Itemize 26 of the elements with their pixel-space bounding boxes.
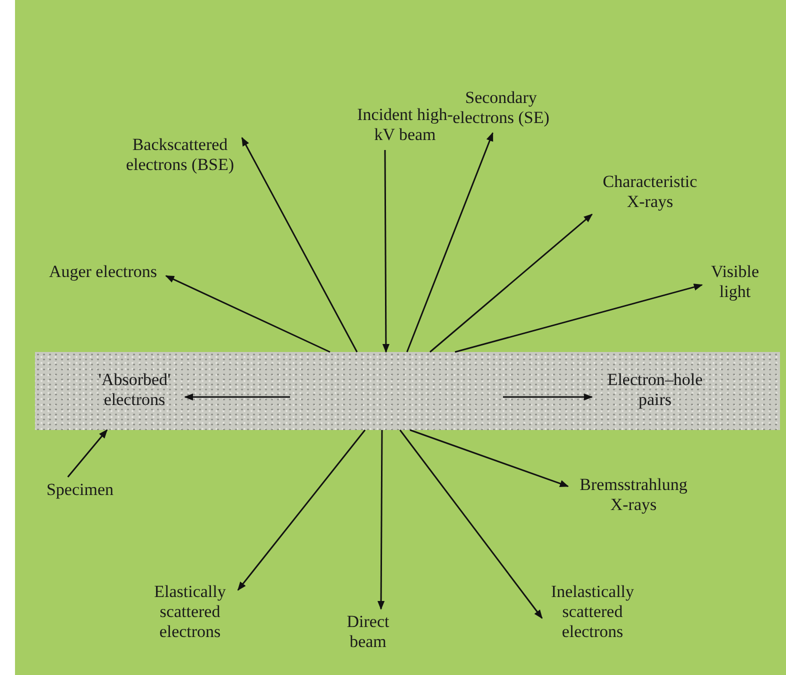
node-label: Direct beam: [346, 612, 390, 652]
arrow: [377, 430, 385, 610]
arrow: [184, 393, 290, 401]
node-label: Incident high-kV beam: [356, 105, 453, 145]
arrow: [165, 275, 330, 353]
arrow: [382, 150, 390, 353]
node-label: Auger electrons: [48, 262, 158, 282]
arrow: [241, 136, 358, 352]
node-label: Backscattered electrons (BSE): [124, 135, 236, 175]
arrow: [399, 430, 543, 619]
node-label: Bremsstrahlung X-rays: [578, 475, 688, 515]
arrow: [67, 429, 108, 478]
node-label: Specimen: [45, 480, 115, 500]
node-label: Elastically scattered electrons: [153, 582, 227, 642]
node-label: Electron–hole pairs: [606, 370, 704, 410]
arrow: [454, 284, 703, 353]
arrow: [410, 429, 569, 487]
arrow: [406, 132, 494, 352]
node-label: Inelastically scattered electrons: [550, 582, 636, 642]
node-label: Visible light: [710, 262, 760, 302]
arrow: [503, 393, 593, 401]
arrow: [430, 214, 593, 353]
specimen-band: [35, 352, 780, 430]
arrow: [237, 430, 366, 591]
node-label: Characteristic X-rays: [602, 172, 698, 212]
node-label: 'Absorbed' electrons: [97, 370, 172, 410]
